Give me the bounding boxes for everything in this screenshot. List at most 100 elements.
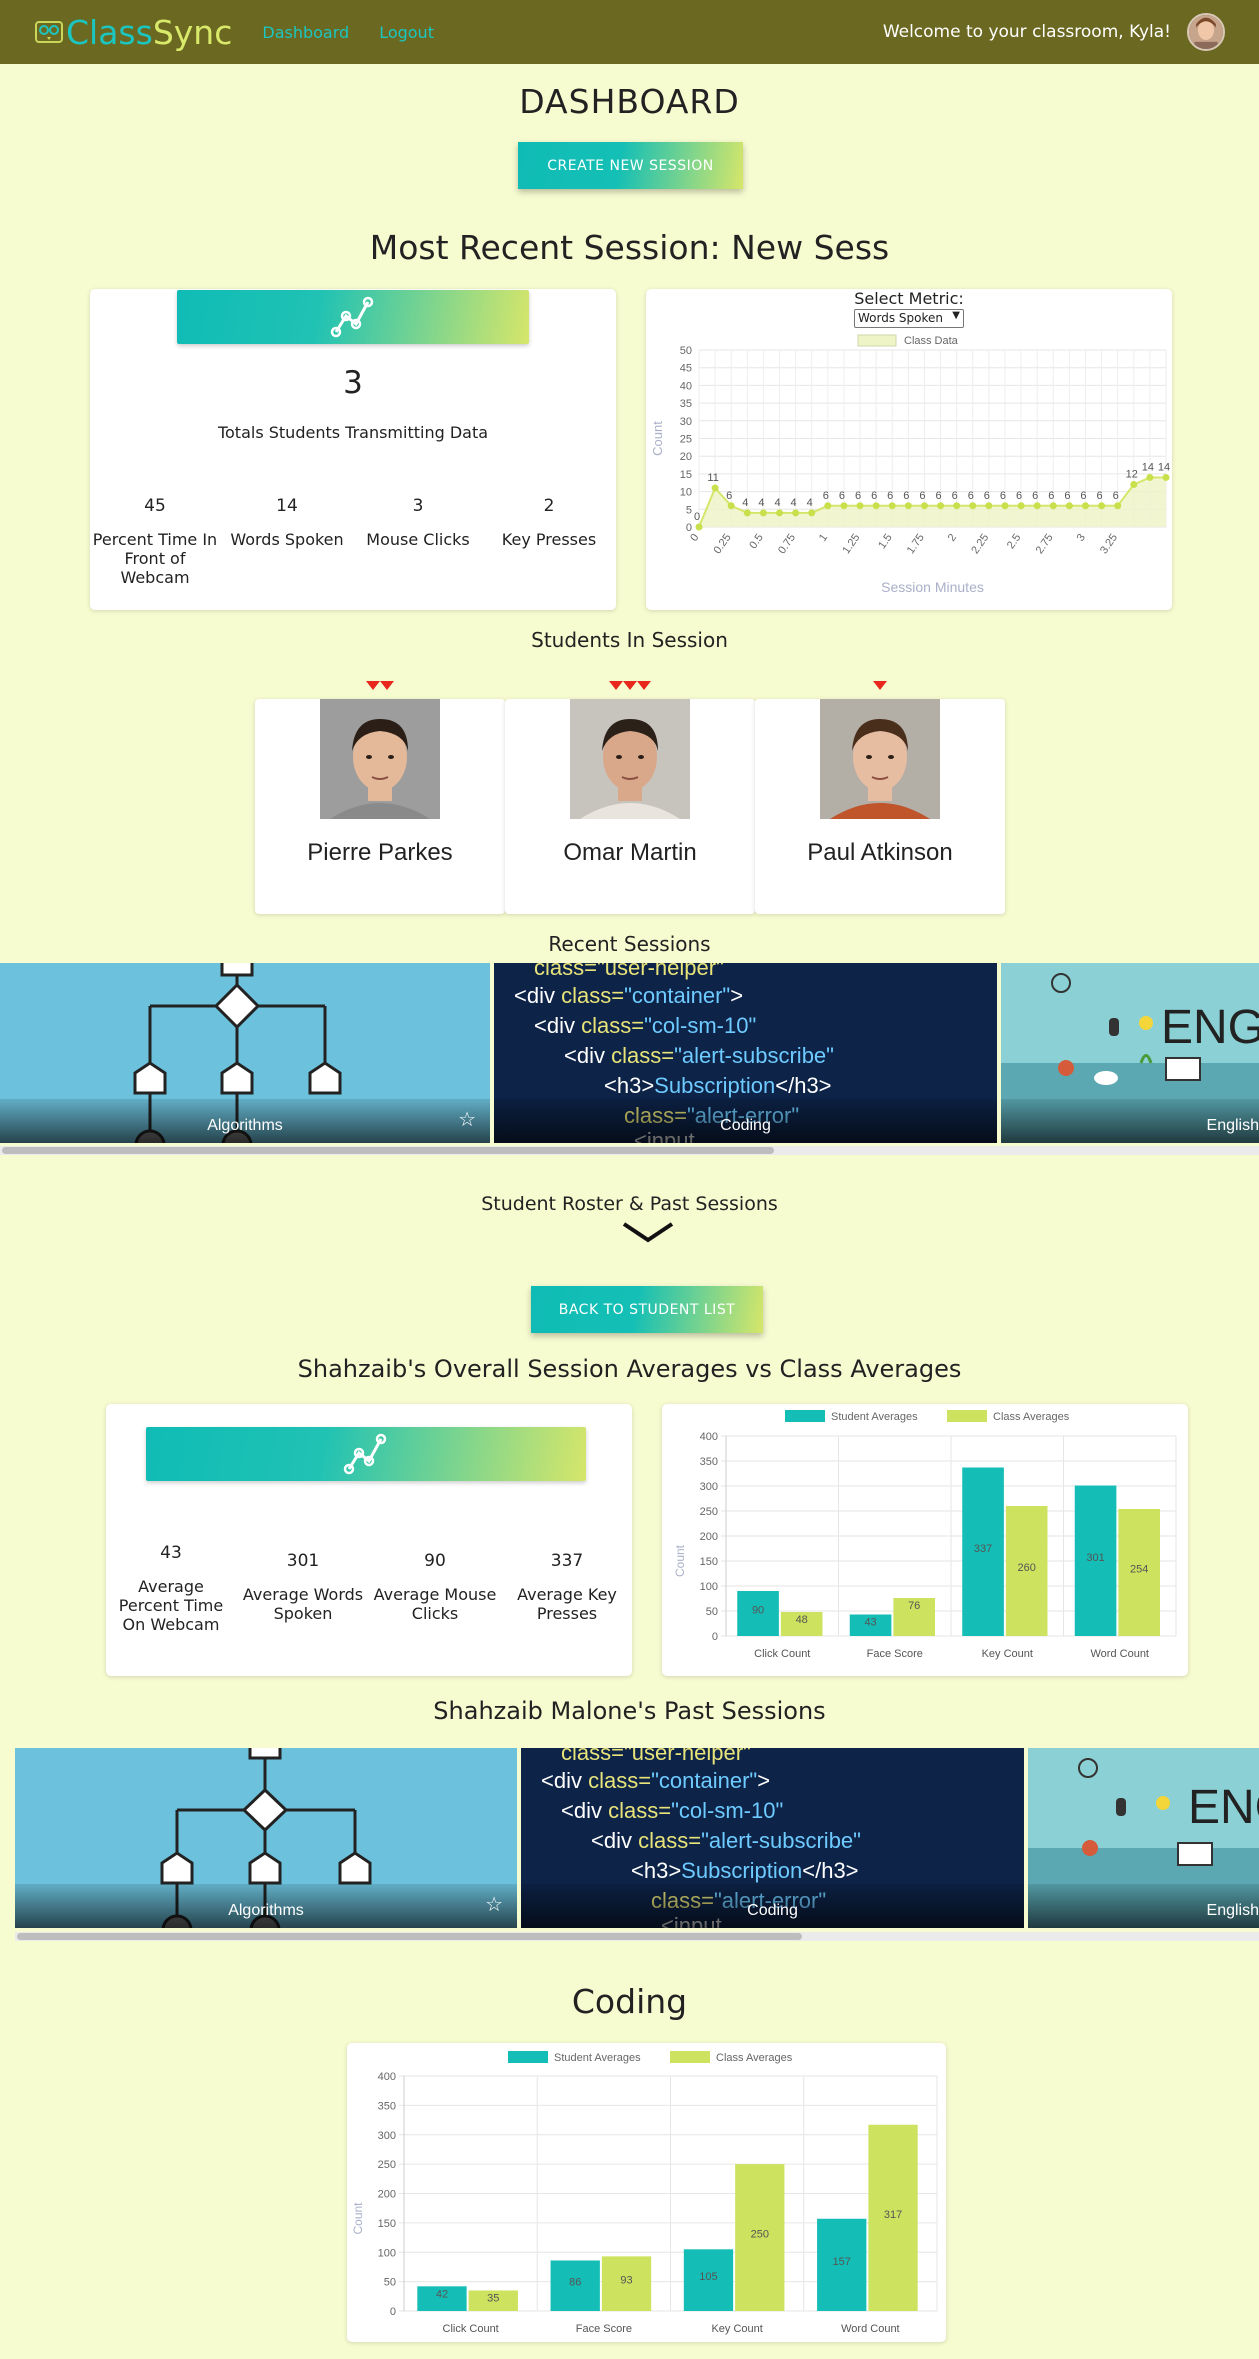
x-tick-label: Word Count <box>841 2323 900 2335</box>
data-label: 6 <box>952 490 958 502</box>
data-point <box>856 502 864 510</box>
data-point <box>1114 502 1122 510</box>
svg-text:<div class="col-sm-10": <div class="col-sm-10" <box>534 1013 756 1038</box>
data-point <box>1130 481 1138 489</box>
data-point <box>985 502 993 510</box>
scrollbar-thumb[interactable] <box>17 1933 802 1940</box>
y-tick-label: 10 <box>680 487 692 499</box>
data-point <box>824 502 832 510</box>
student-card[interactable]: Omar Martin <box>505 699 755 914</box>
trend-line-icon <box>330 296 374 338</box>
past-tile-algorithms[interactable]: Algorithms ☆ <box>15 1748 517 1928</box>
back-to-student-list-button[interactable]: BACK TO STUDENT LIST <box>531 1286 763 1333</box>
data-label: 6 <box>1064 490 1070 502</box>
star-icon[interactable]: ☆ <box>458 1107 476 1131</box>
data-point <box>711 484 719 492</box>
student-card[interactable]: Pierre Parkes <box>255 699 505 914</box>
tile-label: English <box>1001 1099 1259 1143</box>
past-tile-coding[interactable]: class="user-helper" <div class="containe… <box>521 1748 1024 1928</box>
y-tick-label: 25 <box>680 434 692 446</box>
data-point <box>1049 502 1057 510</box>
session-summary-card: 3 Totals Students Transmitting Data 45 P… <box>90 289 616 610</box>
session-tile-coding[interactable]: class="user-helper" <div class="containe… <box>494 963 997 1143</box>
data-label: 6 <box>855 490 861 502</box>
alert-triangle-icon <box>637 681 651 690</box>
stat-clicks-value: 3 <box>412 496 424 516</box>
x-tick-label: Key Count <box>711 2323 762 2335</box>
bar <box>780 1612 823 1636</box>
y-tick-label: 15 <box>680 469 692 481</box>
coding-heading: Coding <box>571 1982 688 2021</box>
avg-clicks: 90 Average Mouse Clicks <box>370 1552 500 1624</box>
total-students-value: 3 <box>343 365 363 401</box>
stat-keys: 2 Key Presses <box>484 497 614 550</box>
svg-text:class="user-helper": class="user-helper" <box>534 963 724 980</box>
data-point <box>776 509 784 517</box>
y-tick-label: 400 <box>378 2071 396 2083</box>
student-averages-card: 43 Average Percent Time On Webcam 301 Av… <box>106 1404 632 1676</box>
metric-select[interactable]: Words Spoken ▼ <box>854 309 964 328</box>
stat-keys-label: Key Presses <box>501 530 597 549</box>
student-name: Paul Atkinson <box>807 839 953 866</box>
avg-webcam-value: 43 <box>160 1543 182 1563</box>
data-label: 6 <box>871 490 877 502</box>
user-avatar[interactable] <box>1187 13 1225 51</box>
session-line-chart-card: Select Metric: Words Spoken ▼ Class Data… <box>646 289 1172 610</box>
bar <box>735 2164 785 2311</box>
data-point <box>759 509 767 517</box>
avg-keys-label: Average Key Presses <box>517 1585 617 1623</box>
y-tick-label: 0 <box>712 1631 718 1643</box>
y-tick-label: 30 <box>680 416 692 428</box>
nav-logout-link[interactable]: Logout <box>379 22 434 42</box>
bar <box>1074 1485 1117 1636</box>
chevron-down-icon[interactable] <box>620 1220 676 1244</box>
data-point <box>840 502 848 510</box>
star-icon[interactable]: ☆ <box>485 1892 503 1916</box>
x-tick-label: 1.25 <box>840 532 862 556</box>
data-label: 42 <box>436 2288 448 2300</box>
svg-text:<h3>Subscription</h3>: <h3>Subscription</h3> <box>631 1858 859 1883</box>
data-label: 6 <box>1080 490 1086 502</box>
past-tile-english[interactable]: ENG English <box>1028 1748 1259 1928</box>
stat-webcam-label: Percent Time In Front of Webcam <box>92 530 218 587</box>
y-tick-label: 350 <box>700 1456 718 1468</box>
data-point <box>1146 473 1154 481</box>
data-point <box>1065 502 1073 510</box>
avg-keys-value: 337 <box>550 1551 584 1571</box>
recent-sessions-scrollbar[interactable] <box>0 1146 1259 1155</box>
logo-text-class: Class <box>66 12 153 52</box>
avg-words-value: 301 <box>286 1551 320 1571</box>
legend-swatch <box>670 2051 710 2063</box>
student-card[interactable]: Paul Atkinson <box>755 699 1005 914</box>
past-sessions-scrollbar[interactable] <box>15 1932 1259 1941</box>
roster-heading: Student Roster & Past Sessions <box>481 1193 778 1215</box>
data-point <box>1098 502 1106 510</box>
y-tick-label: 100 <box>700 1581 718 1593</box>
bar <box>849 1614 892 1636</box>
logo-text-sync: Sync <box>152 12 233 52</box>
y-tick-label: 200 <box>700 1531 718 1543</box>
recent-sessions-heading: Recent Sessions <box>548 932 711 956</box>
session-tile-english[interactable]: ENGL English <box>1001 963 1259 1143</box>
create-new-session-button[interactable]: CREATE NEW SESSION <box>518 142 743 189</box>
data-label: 35 <box>487 2292 499 2304</box>
student-name: Omar Martin <box>563 839 697 866</box>
nav-dashboard-link[interactable]: Dashboard <box>262 22 350 42</box>
svg-text:class="user-helper": class="user-helper" <box>561 1748 751 1765</box>
y-tick-label: 40 <box>680 380 692 392</box>
scrollbar-thumb[interactable] <box>2 1147 774 1154</box>
avg-keys: 337 Average Key Presses <box>502 1551 632 1624</box>
total-students-label: Totals Students Transmitting Data <box>217 423 489 442</box>
y-tick-label: 150 <box>700 1556 718 1568</box>
avg-clicks-label: Average Mouse Clicks <box>373 1585 497 1623</box>
data-label: 250 <box>751 2229 769 2241</box>
bar <box>817 2218 867 2311</box>
x-tick-label: 3.25 <box>1098 532 1120 556</box>
y-tick-label: 300 <box>700 1481 718 1493</box>
bar <box>737 1591 779 1636</box>
session-tile-algorithms[interactable]: Algorithms ☆ <box>0 963 490 1143</box>
student-photo <box>320 699 440 819</box>
avg-words: 301 Average Words Spoken <box>238 1551 368 1624</box>
data-point <box>808 509 816 517</box>
